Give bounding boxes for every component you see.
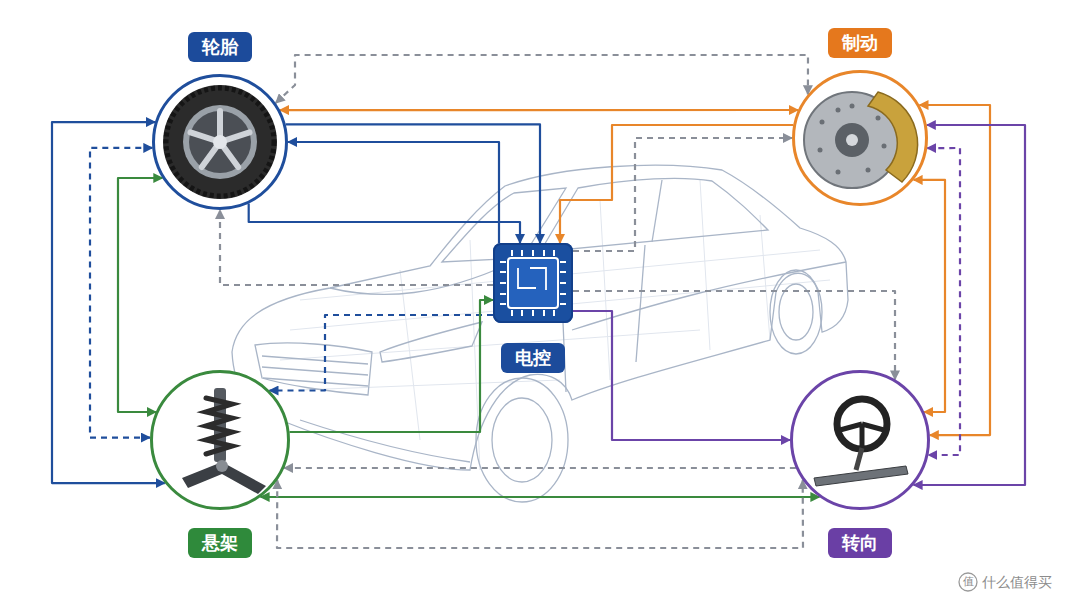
circle-ground <box>792 372 928 508</box>
disc-holes <box>876 116 881 121</box>
disc-holes <box>882 144 887 149</box>
node-label: 制动 <box>828 28 892 58</box>
suspension-icon <box>152 372 288 508</box>
rim-spokes <box>191 111 250 167</box>
circle-ground <box>154 76 286 208</box>
connector <box>573 291 895 379</box>
steering-rack <box>814 466 908 486</box>
steering-wheel <box>837 399 887 449</box>
wheel-spokes <box>840 424 884 448</box>
headlight <box>380 322 482 362</box>
connector <box>284 467 796 469</box>
wire-line <box>280 180 830 470</box>
connector <box>288 142 499 243</box>
connector <box>276 55 808 103</box>
front-rim <box>492 398 552 482</box>
rear-wheel <box>770 270 822 354</box>
side-window <box>540 178 768 252</box>
brake-node: 制动 <box>792 70 928 206</box>
rim-inner <box>189 111 251 173</box>
bumper-line <box>300 420 470 462</box>
brake-icon <box>794 72 926 204</box>
watermark-icon <box>959 573 977 591</box>
connector <box>261 496 820 498</box>
steering-node: 转向 <box>790 370 930 510</box>
wire-grid <box>280 180 830 470</box>
tire-rim <box>183 105 257 179</box>
steering-icon <box>792 372 928 508</box>
ecu-chip <box>493 243 573 323</box>
watermark: 什么值得买 <box>982 574 1052 591</box>
circle-ground <box>794 72 926 204</box>
suspension-node: 悬架 <box>150 370 290 510</box>
disc-holes <box>836 108 841 113</box>
grille-bars <box>262 356 368 386</box>
node-label: 转向 <box>828 528 892 558</box>
connector <box>249 204 520 243</box>
chip-pins <box>500 250 566 316</box>
arm-joint <box>216 460 228 472</box>
tire-node: 轮胎 <box>152 74 288 210</box>
node-label: 悬架 <box>188 528 252 558</box>
rear-rim <box>779 284 813 340</box>
disc-holes <box>820 120 825 125</box>
connector <box>290 300 494 432</box>
connector <box>286 124 540 243</box>
connector <box>914 125 1025 485</box>
connector <box>573 311 790 440</box>
grille <box>255 343 372 395</box>
connector <box>90 148 152 438</box>
connector <box>927 148 960 455</box>
chip-ground <box>493 243 573 323</box>
node-label: 轮胎 <box>188 32 252 62</box>
connector <box>920 105 991 435</box>
chip-core <box>508 258 558 308</box>
rim-hub <box>213 135 227 149</box>
tire-rubber <box>163 85 277 199</box>
coil-spring <box>206 398 232 454</box>
connector <box>914 180 945 412</box>
connector <box>280 109 798 111</box>
window-pillar <box>652 180 662 242</box>
connector <box>220 210 493 285</box>
steering-column <box>856 448 862 470</box>
circle-ground <box>152 372 288 508</box>
node-label: 电控 <box>501 343 565 373</box>
connector <box>277 480 803 548</box>
connector <box>560 125 793 243</box>
connector <box>573 138 792 251</box>
hub-center <box>846 134 858 146</box>
chip-traces <box>518 268 546 290</box>
disc-holes <box>836 170 841 175</box>
watermark-icon-text: 值 <box>963 575 974 588</box>
connector <box>270 315 494 391</box>
brake-caliper <box>868 92 918 182</box>
disc-holes <box>850 104 855 109</box>
ecu-node: 电控 <box>493 243 573 323</box>
front-wheel <box>476 378 568 502</box>
connector <box>118 178 162 412</box>
connector <box>52 122 165 483</box>
disc-hub <box>835 123 869 157</box>
tire-icon <box>154 76 286 208</box>
tire-tread <box>166 88 274 196</box>
disc-holes <box>866 168 871 173</box>
disc-holes <box>818 148 823 153</box>
disc-holes <box>818 104 887 175</box>
